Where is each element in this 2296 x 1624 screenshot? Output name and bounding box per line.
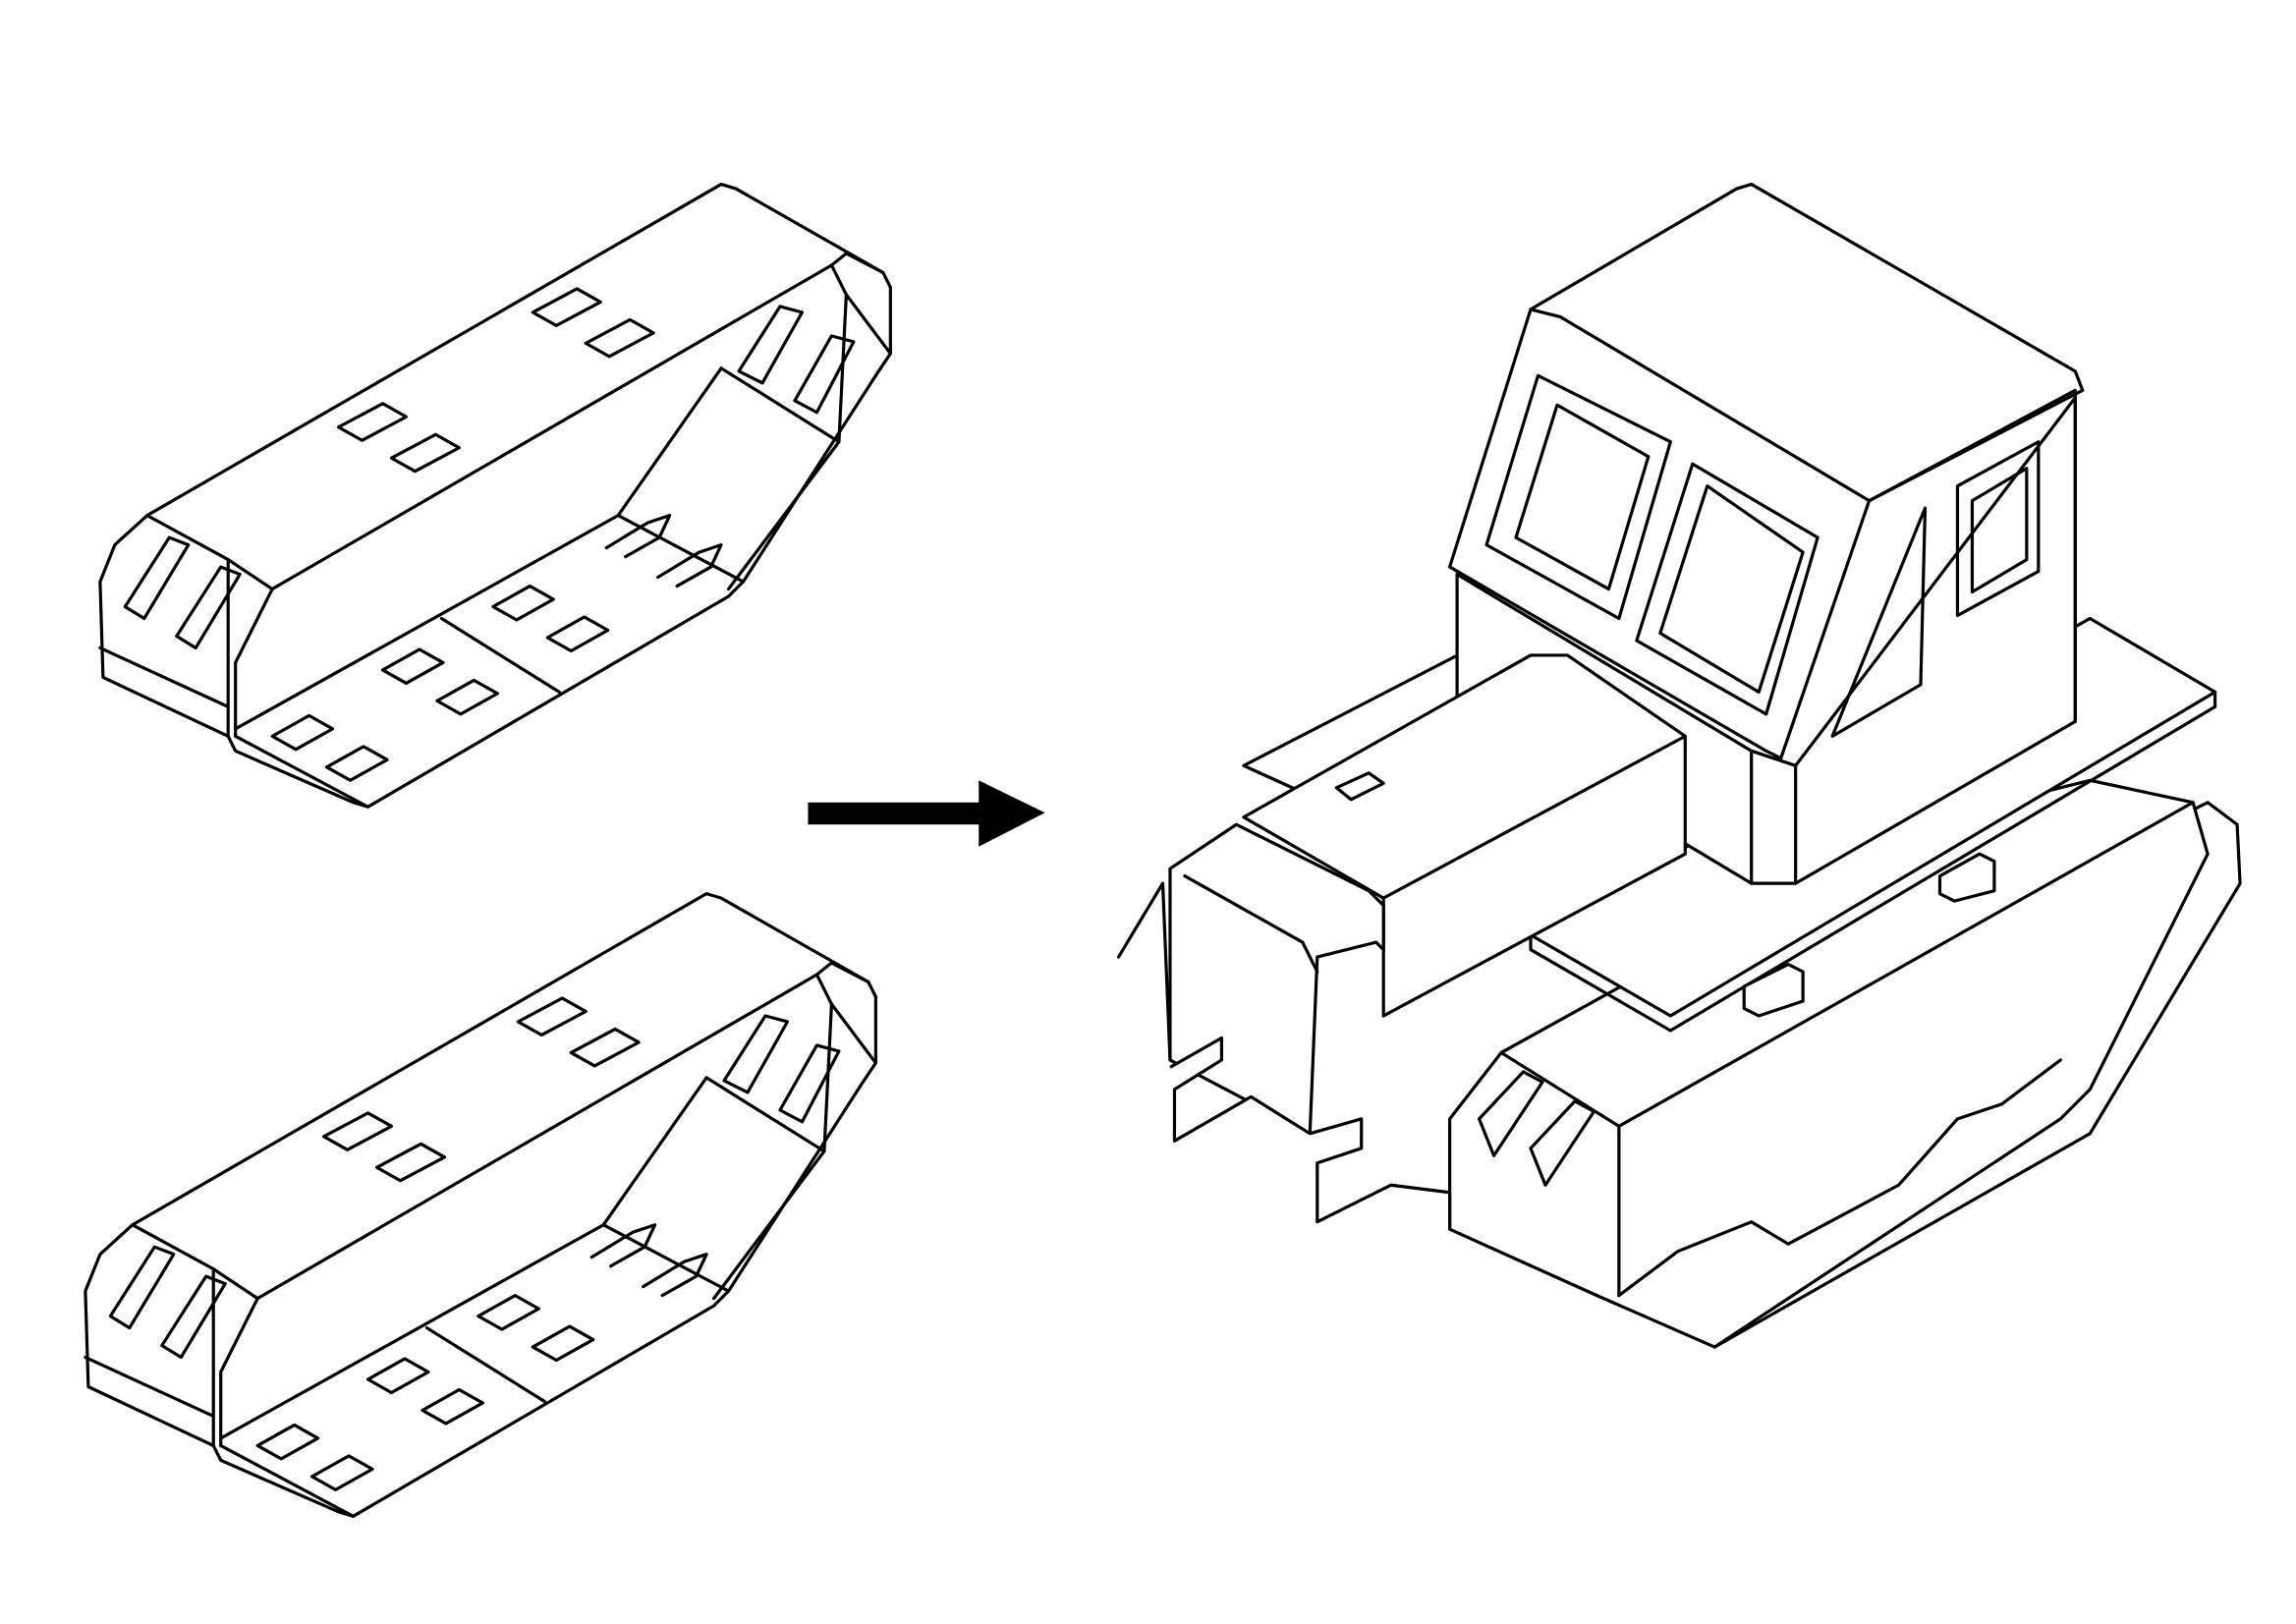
cab-roof bbox=[1531, 185, 2083, 501]
left-track-piece bbox=[100, 185, 890, 808]
assembled-bulldozer bbox=[1119, 185, 2241, 1347]
right-track-piece bbox=[85, 894, 875, 1517]
front-grille bbox=[1170, 824, 1383, 1134]
cab-window bbox=[1486, 375, 1670, 618]
blade bbox=[1170, 1037, 1450, 1230]
cab-window bbox=[1637, 464, 1818, 714]
arrow-right-icon bbox=[808, 780, 1045, 847]
cab-window bbox=[1832, 508, 1925, 736]
cab-window bbox=[1957, 442, 2038, 616]
